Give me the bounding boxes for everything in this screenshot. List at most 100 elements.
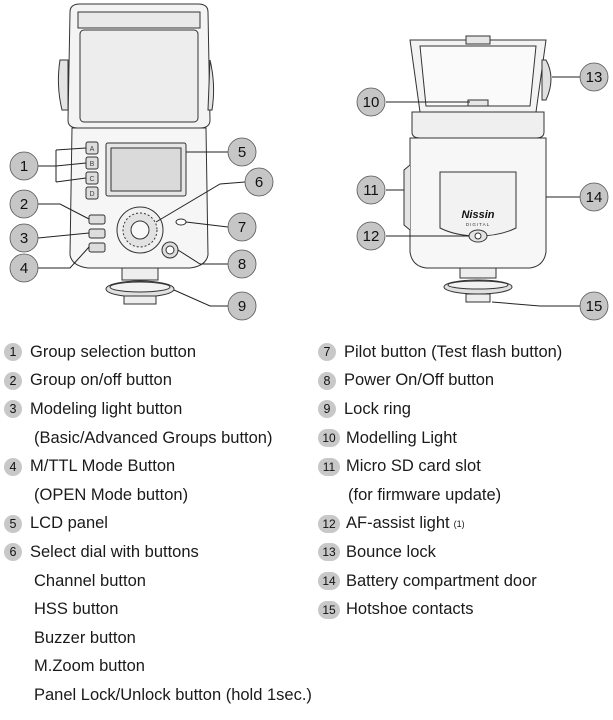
legend-number-badge: 12 [318,514,340,533]
svg-text:C: C [89,176,94,183]
legend-item: 3 Modeling light button [4,395,312,424]
legend-text: Hotshoe contacts [346,600,474,619]
callout-labels: 1 2 3 4 5 6 7 8 9 10 11 12 13 14 15 [20,69,603,315]
callout-12 [356,221,386,251]
callout-13 [579,62,609,92]
legend-text: Modeling light button [30,399,183,418]
callout-7 [227,212,257,242]
flash-unit-diagram: A B C D [9,3,609,321]
legend-text: Select dial with buttons [30,542,199,561]
callout-label-15: 15 [586,298,603,315]
callout-label-4: 4 [20,260,28,277]
legend-text: Channel button [34,571,146,590]
callout-label-10: 10 [363,94,380,111]
legend-text: M/TTL Mode Button [30,457,176,476]
legend-text: Group selection button [30,342,197,361]
callout-label-13: 13 [586,69,603,86]
legend-item: (OPEN Mode button) [4,481,312,510]
legend-number-badge: 6 [4,543,22,562]
legend-item: Buzzer button [4,624,312,653]
flash-front-view [403,35,552,303]
callout-6 [244,167,274,197]
brand-logo-sub: DIGITAL [466,222,490,227]
legend-number-badge: 10 [318,429,340,448]
legend-item: 1 Group selection button [4,338,312,367]
legend-number-badge: 4 [4,457,22,476]
legend-item: 15 Hotshoe contacts [318,595,562,624]
legend-number-badge: 1 [4,343,22,362]
legend-footnote-ref: (1) [453,518,465,529]
legend-text: Group on/off button [30,371,172,390]
callout-label-2: 2 [20,196,28,213]
legend-text: (for firmware update) [348,485,502,504]
legend-item: (for firmware update) [318,481,562,510]
svg-text:D: D [89,191,94,198]
callout-2 [9,189,39,219]
legend-item: 12 AF-assist light(1) [318,510,562,539]
legend-text: M.Zoom button [34,657,145,676]
callout-15 [579,291,609,321]
legend-text: Battery compartment door [346,571,537,590]
leader-lines [37,76,580,307]
callout-5 [227,137,257,167]
legend-text: Modelling Light [346,428,457,447]
legend-text: HSS button [34,600,119,619]
callout-4 [9,253,39,283]
legend-text: LCD panel [30,514,108,533]
brand-logo: Nissin [461,209,494,221]
legend-text: Buzzer button [34,628,136,647]
callout-label-1: 1 [20,158,28,175]
callout-badges [9,62,609,321]
legend-item: 10 Modelling Light [318,424,562,453]
legend-number-badge: 13 [318,543,340,562]
legend-number-badge: 11 [318,457,340,476]
legend-number-badge: 7 [318,343,336,362]
legend-item: Channel button [4,567,312,596]
callout-14 [579,182,609,212]
legend-number-badge: 14 [318,572,340,591]
callout-label-14: 14 [586,189,603,206]
legend-text: (OPEN Mode button) [34,485,189,504]
legend-item: 6 Select dial with buttons [4,538,312,567]
legend-number-badge: 9 [318,400,336,419]
legend-item: 4 M/TTL Mode Button [4,452,312,481]
legend-item: 8 Power On/Off button [318,367,562,396]
callout-label-6: 6 [255,174,263,191]
legend-item: Panel Lock/Unlock button (hold 1sec.) [4,681,312,710]
legend-item: 5 LCD panel [4,510,312,539]
legend-text: Panel Lock/Unlock button (hold 1sec.) [34,685,312,704]
callout-1 [9,151,39,181]
legend-text: Power On/Off button [344,371,495,390]
legend-text: (Basic/Advanced Groups button) [34,428,273,447]
callout-label-5: 5 [238,144,246,161]
callout-label-8: 8 [238,256,246,273]
svg-text:A: A [90,146,95,153]
callout-label-7: 7 [238,219,246,236]
svg-text:B: B [90,161,95,168]
legend-item: (Basic/Advanced Groups button) [4,424,312,453]
legend-number-badge: 3 [4,400,22,419]
legend-item: 14 Battery compartment door [318,567,562,596]
callout-label-11: 11 [363,182,379,199]
legend-item: 11 Micro SD card slot [318,452,562,481]
flash-back-view: A B C D [57,3,215,305]
callout-label-12: 12 [363,228,380,245]
legend-item: 13 Bounce lock [318,538,562,567]
legend-item: HSS button [4,595,312,624]
legend-text: AF-assist light [346,514,450,533]
callout-label-9: 9 [238,298,246,315]
legend-text: Micro SD card slot [346,457,481,476]
legend-number-badge: 5 [4,514,22,533]
callout-8 [227,249,257,279]
callout-3 [9,223,39,253]
callout-label-3: 3 [20,230,28,247]
legend-number-badge: 8 [318,371,336,390]
legend-number-badge: 15 [318,600,340,619]
legend-text: Bounce lock [346,542,436,561]
callout-10 [356,87,386,117]
